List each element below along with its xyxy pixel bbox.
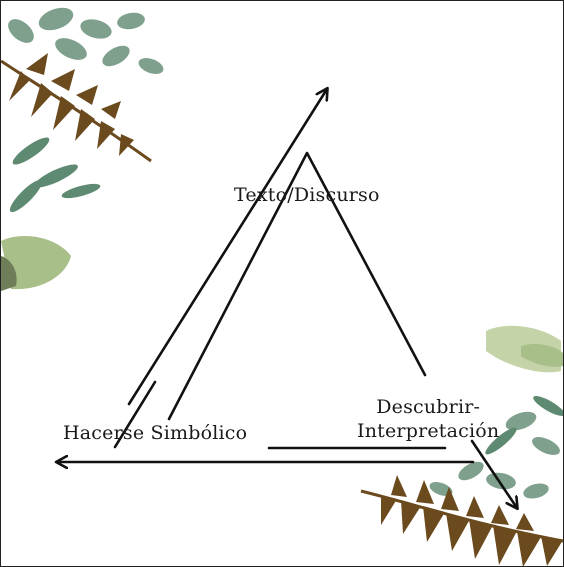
- node-right-line2: Interpretación: [357, 420, 500, 442]
- arrow-up-left-side: [127, 89, 327, 406]
- node-right-line1: Descubrir-: [376, 396, 481, 418]
- triangle-diagram: [57, 89, 517, 508]
- arrow-down-right-side: [470, 439, 517, 508]
- foliage-bottom-right: [360, 325, 563, 566]
- foliage-top-left: [1, 7, 164, 291]
- node-hacerse-simbolico: Hacerse Simbólico: [63, 422, 248, 444]
- inner-triangle: [113, 151, 447, 450]
- node-texto-discurso: Texto/Discurso: [234, 184, 380, 206]
- node-descubrir-interpretacion: Descubrir- Interpretación: [357, 395, 499, 443]
